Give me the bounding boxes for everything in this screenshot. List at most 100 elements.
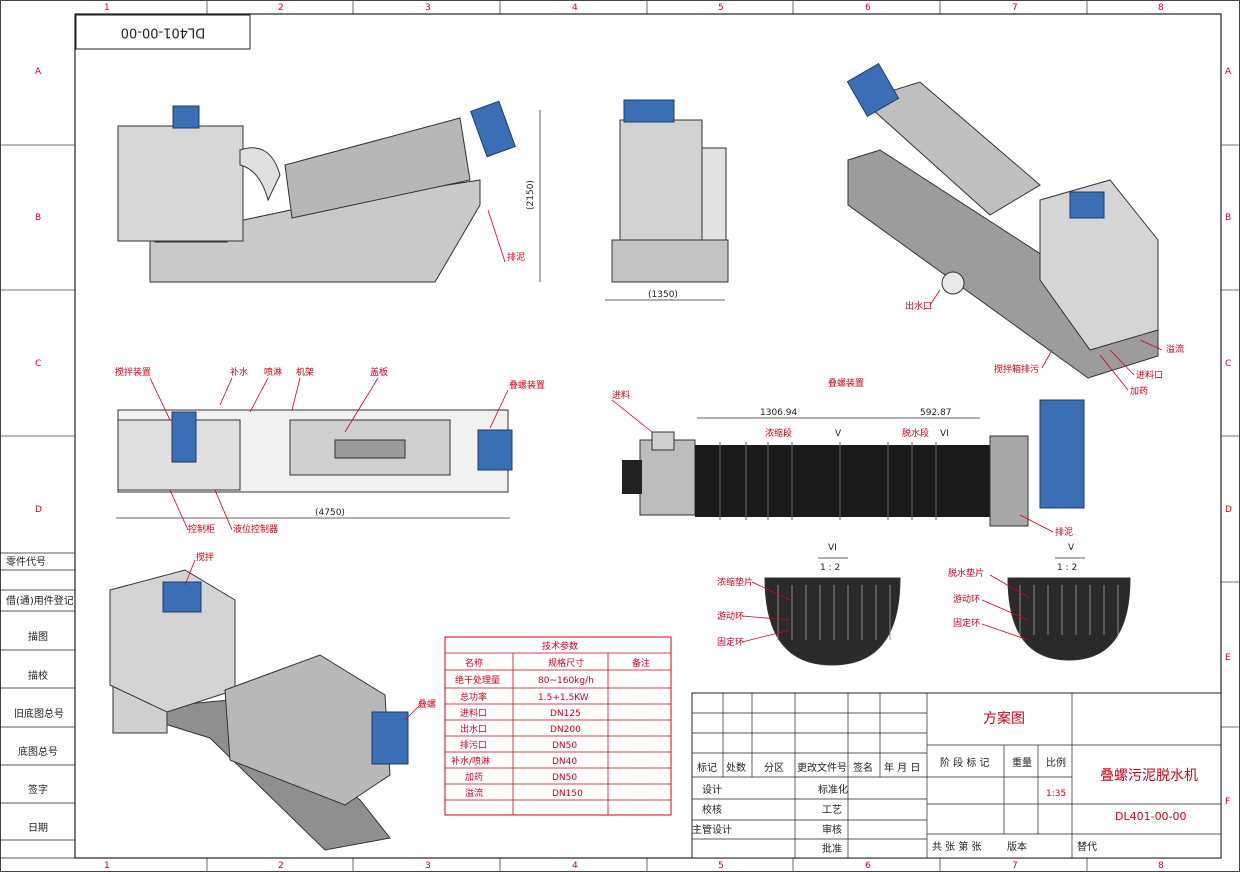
top-view-motor-right bbox=[477, 429, 513, 471]
screw-dim-thick: 1306.94 bbox=[760, 408, 797, 418]
title-block-approve: 批准 bbox=[822, 842, 842, 855]
side-label-sign: 签字 bbox=[28, 783, 48, 796]
iso-lower-mixer-callout: 搅拌 bbox=[196, 551, 214, 563]
detail-right-leader-1 bbox=[989, 574, 1031, 599]
side-registration-column bbox=[0, 552, 75, 859]
zone-row-a-left: A bbox=[35, 67, 42, 77]
title-block-col-mark: 标记 bbox=[697, 762, 717, 774]
spec-table-header-size: 规格尺寸 bbox=[548, 657, 584, 669]
screw-inlet-stub bbox=[622, 460, 642, 494]
detail-right-leader-2 bbox=[981, 599, 1029, 621]
top-view-level-callout: 液位控制器 bbox=[233, 523, 278, 535]
zone-col-5: 5 bbox=[718, 3, 724, 13]
spec-row-4-size: DN200 bbox=[550, 725, 581, 735]
screw-marker-vi: VI bbox=[940, 429, 949, 439]
zone-row-d-right: D bbox=[1225, 505, 1232, 515]
title-block-replace: 替代 bbox=[1077, 840, 1097, 853]
zone-row-d-left: D bbox=[35, 505, 42, 515]
front-view: (2150) 排泥 bbox=[117, 100, 541, 283]
zone-row-b-left: B bbox=[35, 213, 41, 223]
detail-right-slots bbox=[1019, 585, 1119, 635]
iso-view-inlet-callout: 进料口 bbox=[1136, 369, 1163, 381]
detail-right-mark: V bbox=[1068, 543, 1075, 553]
top-view-stack-callout: 叠螺装置 bbox=[509, 379, 545, 391]
detail-right-leader-3 bbox=[981, 623, 1029, 641]
side-label-trace: 描图 bbox=[28, 630, 48, 643]
iso-view-motor-top bbox=[846, 62, 900, 118]
title-block-col-count: 处数 bbox=[726, 761, 746, 774]
zone-col-2: 2 bbox=[278, 3, 284, 13]
top-view-mixer-callout: 搅拌装置 bbox=[115, 366, 151, 378]
detail-left: VI 1 : 2 浓缩垫片 游动环 固定环 bbox=[717, 543, 901, 666]
zone-row-f-right: F bbox=[1225, 797, 1230, 807]
top-view-cabinet-leader bbox=[169, 489, 189, 531]
spec-table-title: 技术参数 bbox=[542, 640, 578, 652]
title-block-version: 版本 bbox=[1007, 840, 1027, 853]
title-block-scale-value: 1:35 bbox=[1046, 789, 1066, 799]
spec-row-2-name: 总功率 bbox=[460, 691, 487, 703]
top-view-cover-callout: 盖板 bbox=[370, 366, 388, 378]
top-view-stack-leader bbox=[489, 389, 509, 429]
iso-view-overflow-callout: 溢流 bbox=[1166, 343, 1184, 355]
detail-left-leader-3 bbox=[741, 629, 791, 643]
front-view-pipe-elbow bbox=[239, 147, 281, 202]
iso-lower-stack-callout: 叠螺 bbox=[418, 699, 436, 710]
spec-row-3-name: 进料口 bbox=[460, 707, 487, 719]
title-block: 方案图 叠螺污泥脱水机 DL401-00-00 标记 处数 分区 更改文件号 签… bbox=[691, 692, 1222, 859]
drawing-number-text: DL401-00-00 bbox=[121, 25, 206, 40]
zone-column-labels-top: 1 2 3 4 5 6 7 8 bbox=[104, 3, 1164, 13]
zone-row-e-right: E bbox=[1225, 653, 1231, 663]
spec-row-7-name: 加药 bbox=[465, 772, 483, 783]
iso-lower-motor-top bbox=[162, 581, 202, 613]
zone-col-3-bottom: 3 bbox=[425, 861, 431, 871]
iso-view-screw-housing bbox=[861, 81, 1041, 216]
title-block-code: DL401-00-00 bbox=[1115, 810, 1187, 823]
side-label-date: 日期 bbox=[28, 822, 48, 834]
spec-row-1-name: 绝干处理量 bbox=[455, 674, 500, 686]
screw-assembly-title: 叠螺装置 bbox=[828, 377, 864, 389]
title-block-col-date: 年 月 日 bbox=[884, 761, 920, 774]
side-view-base bbox=[611, 239, 729, 283]
detail-left-shape bbox=[764, 577, 901, 666]
side-label-borrow: 借(通)用件登记 bbox=[6, 594, 74, 607]
title-block-standard: 标准化 bbox=[818, 783, 848, 796]
iso-view-outlet-callout: 出水口 bbox=[905, 300, 932, 312]
zone-col-4: 4 bbox=[572, 3, 578, 13]
iso-view-inlet-leader bbox=[1109, 349, 1135, 376]
zone-col-8: 8 bbox=[1158, 3, 1164, 13]
top-view-spray-callout: 喷淋 bbox=[264, 366, 282, 378]
top-view-motor-left bbox=[171, 411, 197, 463]
zone-col-7: 7 bbox=[1012, 3, 1018, 13]
title-block-col-sign: 签名 bbox=[853, 761, 873, 774]
screw-feed-callout: 进料 bbox=[612, 389, 630, 401]
detail-left-leader-2 bbox=[741, 615, 791, 621]
detail-right: V 1 : 2 脱水垫片 游动环 固定环 bbox=[948, 543, 1131, 661]
iso-view-dosing-callout: 加药 bbox=[1130, 386, 1148, 397]
title-block-process: 工艺 bbox=[822, 804, 842, 816]
iso-view-overflow-leader bbox=[1139, 339, 1163, 351]
iso-view-outlet-leader bbox=[929, 289, 941, 306]
title-block-scale-label: 比例 bbox=[1046, 756, 1066, 769]
title-block-sheet-info: 共 张 第 张 bbox=[932, 840, 982, 853]
side-view: (1350) bbox=[605, 99, 729, 301]
zone-row-b-right: B bbox=[1225, 213, 1231, 223]
iso-view-tank bbox=[1039, 179, 1159, 351]
zone-col-6: 6 bbox=[865, 3, 871, 13]
screw-drive-motor bbox=[1039, 399, 1085, 509]
zone-col-4-bottom: 4 bbox=[572, 861, 578, 871]
iso-view-main: 出水口 搅拌箱排污 溢流 进料口 加药 bbox=[846, 62, 1184, 397]
screw-feed-leader bbox=[611, 399, 653, 433]
iso-view-lower: 搅拌 叠螺 bbox=[109, 551, 436, 851]
screw-inlet-neck bbox=[651, 431, 675, 451]
zone-row-c-left: C bbox=[35, 359, 41, 369]
title-block-col-zone: 分区 bbox=[764, 762, 784, 774]
side-label-part-code: 零件代号 bbox=[6, 556, 46, 568]
top-view-screw-grille bbox=[334, 439, 406, 459]
spec-row-6-size: DN40 bbox=[552, 757, 577, 767]
zone-column-labels-bottom: 1 2 3 4 5 6 7 8 bbox=[104, 861, 1164, 871]
detail-right-moving-ring: 游动环 bbox=[953, 593, 980, 605]
screw-marker-v: V bbox=[835, 429, 842, 439]
iso-lower-motor-side bbox=[371, 711, 409, 765]
